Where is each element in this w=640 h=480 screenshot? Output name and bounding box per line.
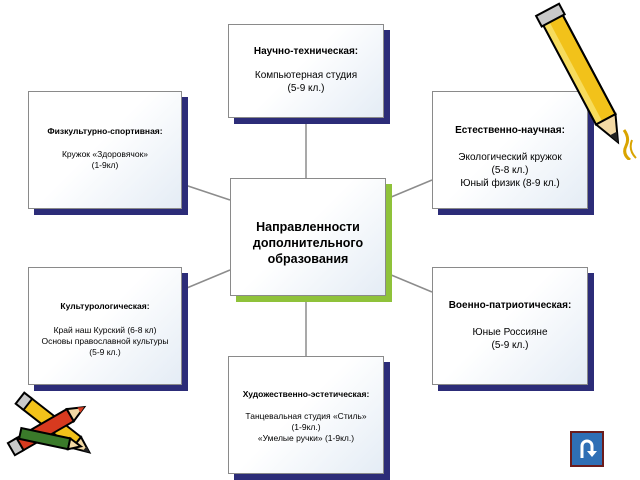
node-line: Компьютерная студия [254, 70, 358, 81]
node-line: Юный физик (8-9 кл.) [460, 178, 560, 189]
center-title-line: дополнительного [252, 236, 364, 250]
connector-bottom-left [181, 269, 231, 291]
node-line: (5-9 кл.) [89, 347, 121, 357]
connector-top-left [181, 183, 231, 201]
node-line: «Умелые ручки» (1-9кл.) [257, 433, 355, 443]
node-line: (1-9кл) [91, 160, 119, 170]
return-arrow-icon [580, 439, 597, 458]
node-line: (5-9 кл.) [491, 340, 529, 351]
node-title: Военно-патриотическая: [448, 300, 572, 311]
node-military: Военно-патриотическая: Юные Россияне (5-… [432, 267, 588, 385]
return-button[interactable] [570, 431, 604, 467]
node-sports: Физкультурно-спортивная: Кружок «Здоровя… [28, 91, 182, 209]
node-title: Научно-техническая: [253, 46, 359, 57]
node-title: Физкультурно-спортивная: [47, 126, 163, 136]
node-line: Край наш Курский (6-8 кл) [53, 325, 157, 335]
node-line: Кружок «Здоровячок» [61, 149, 149, 159]
node-line: (1-9кл.) [291, 422, 321, 432]
node-title: Художественно-эстетическая: [242, 389, 370, 399]
node-line: Основы православной культуры [41, 336, 169, 346]
center-title-line: Направленности [256, 220, 360, 234]
node-title: Культурологическая: [60, 301, 150, 311]
node-science-tech: Научно-техническая: Компьютерная студия … [228, 24, 384, 118]
node-title: Естественно-научная: [455, 125, 565, 136]
center-title-line: образования [267, 252, 349, 266]
connector-bottom-right [383, 271, 433, 293]
node-line: Танцевальная студия «Стиль» [245, 411, 367, 421]
node-natural-science: Естественно-научная: Экологический кружо… [432, 91, 588, 209]
node-culturology: Культурологическая: Край наш Курский (6-… [28, 267, 182, 385]
node-line: Экологический кружок [458, 152, 562, 163]
node-line: (5-9 кл.) [287, 83, 325, 94]
center-node: Направленности дополнительного образован… [230, 178, 386, 296]
node-line: (5-8 кл.) [491, 165, 529, 176]
pencil-icon [534, 2, 637, 160]
connector-top-right [383, 179, 433, 201]
node-arts: Художественно-эстетическая: Танцевальная… [228, 356, 384, 474]
pencils-icon [6, 391, 92, 457]
node-line: Юные Россияне [472, 327, 548, 338]
